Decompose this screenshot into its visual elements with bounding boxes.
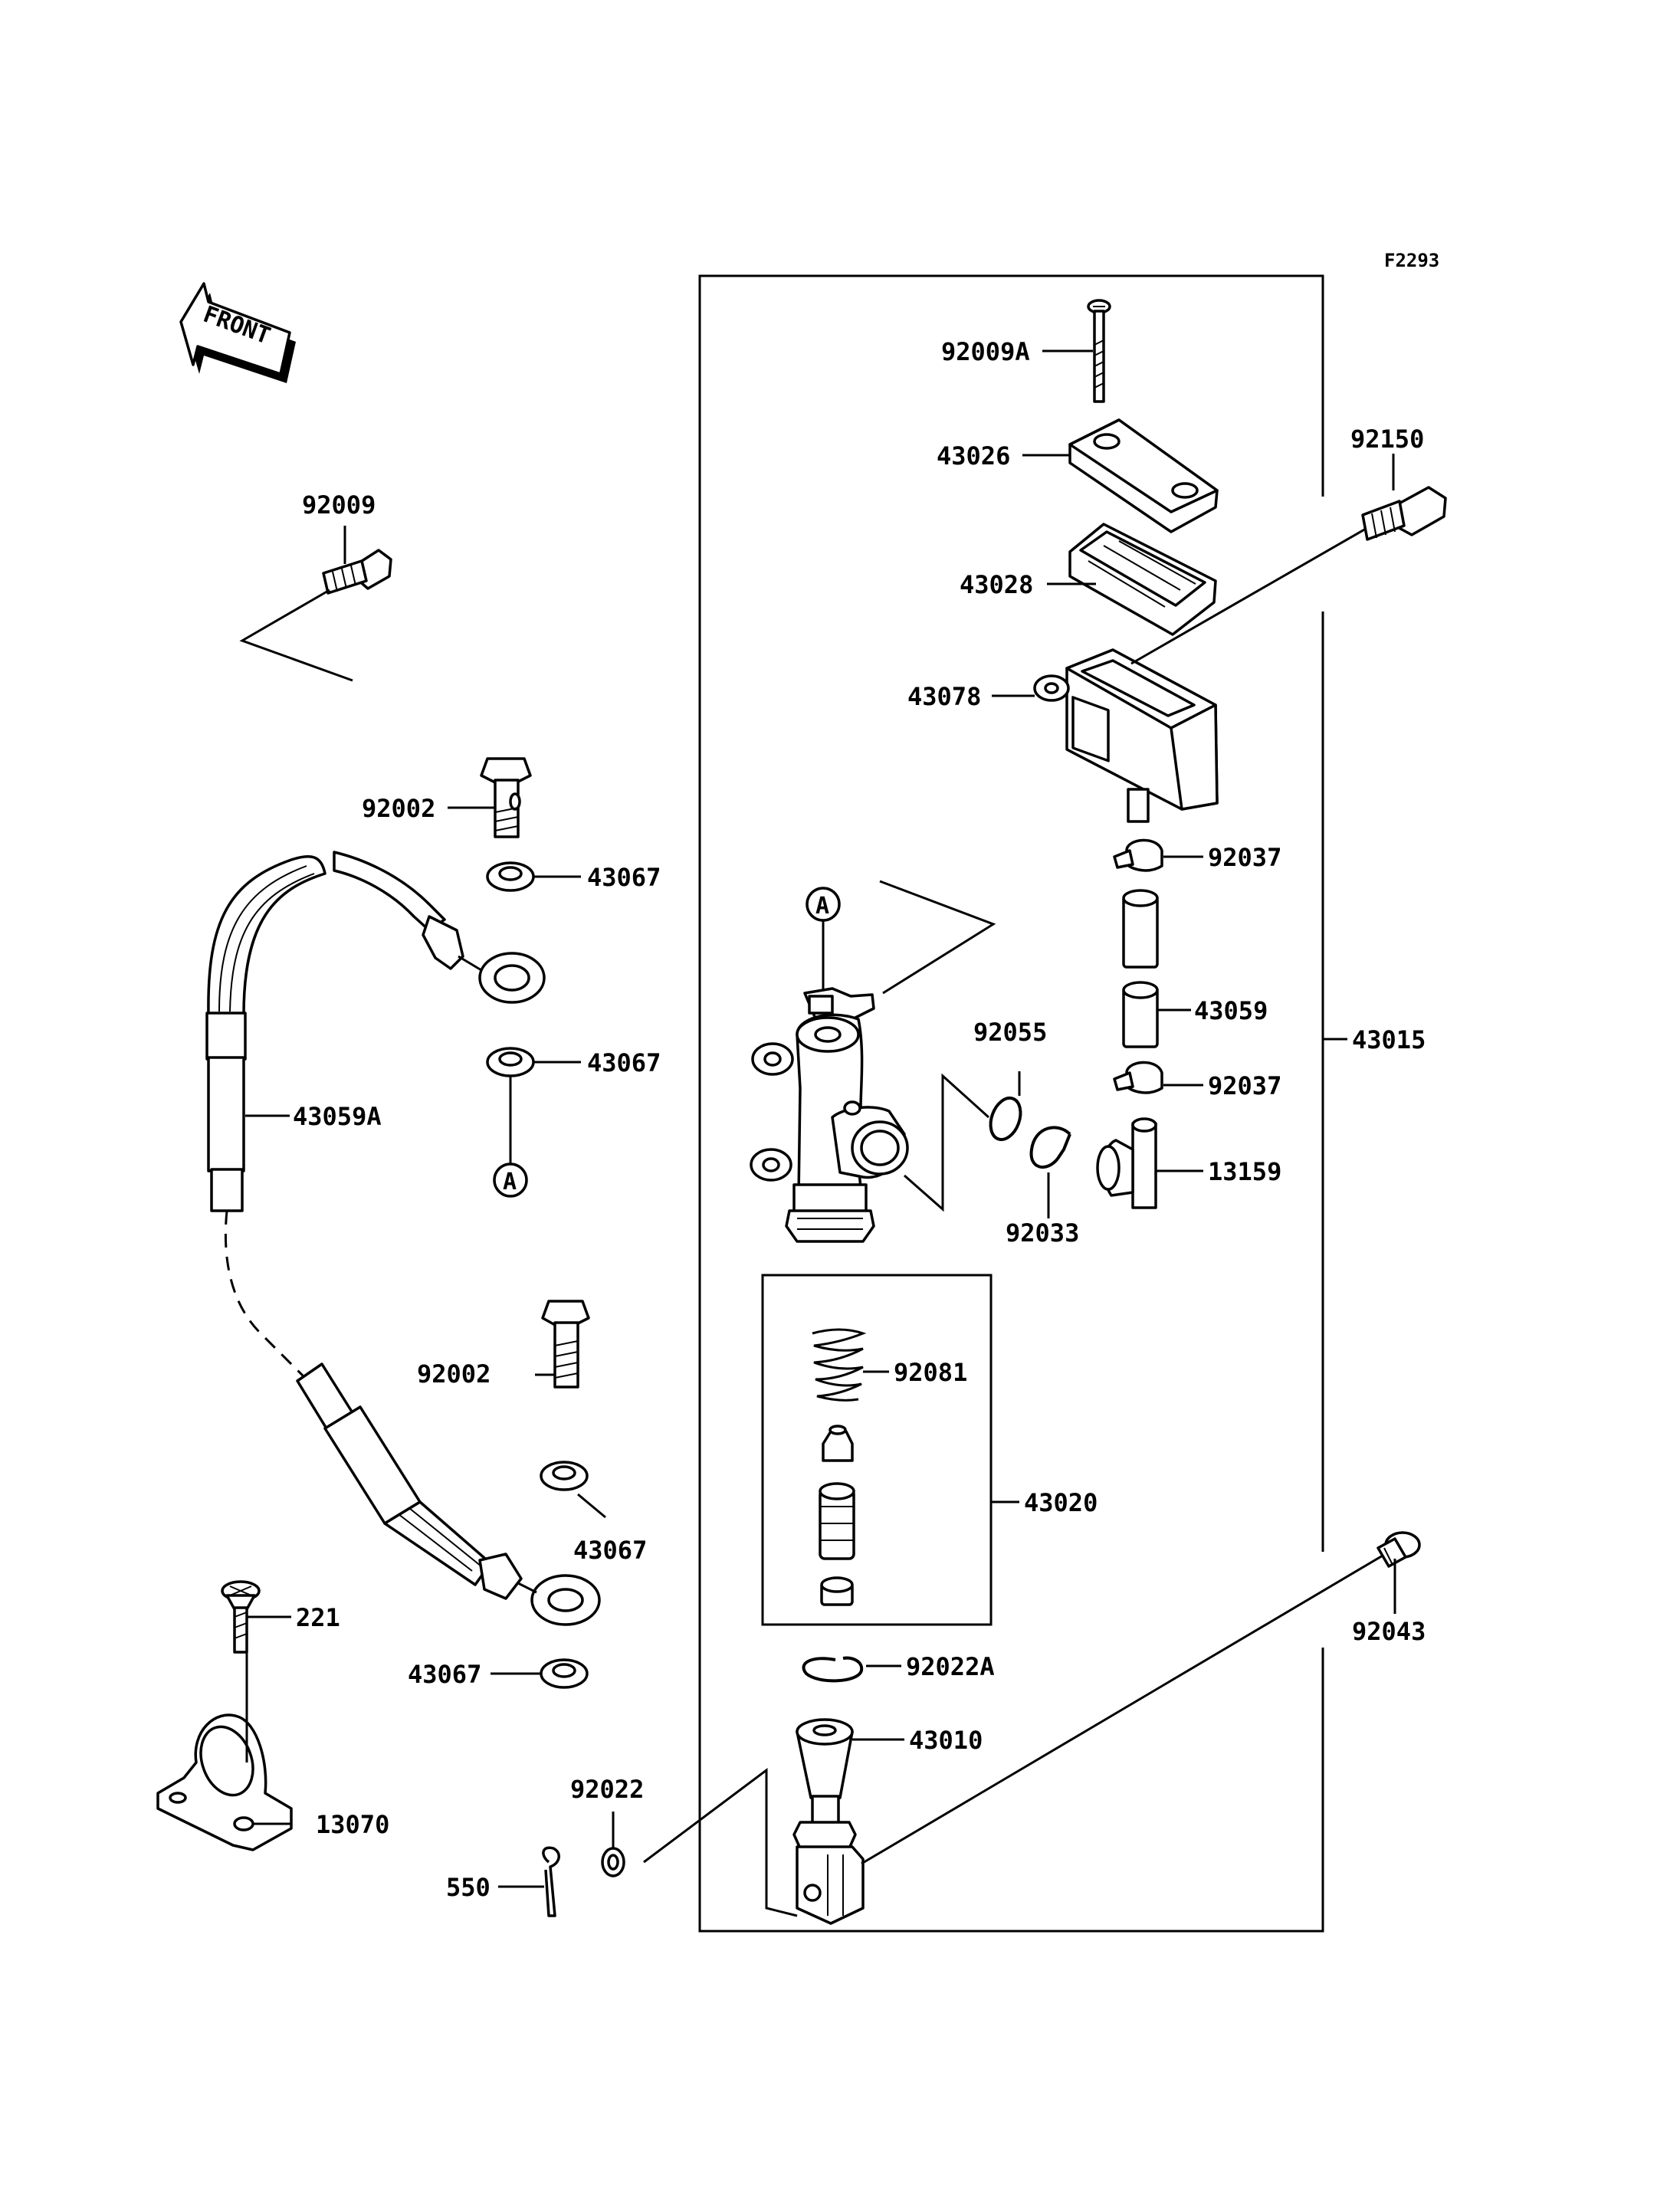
banjo-bolt-92002-bottom	[541, 1300, 590, 1389]
assembly-frame-43015	[698, 274, 1324, 1933]
label-92043: 92043	[1352, 1617, 1426, 1646]
front-arrow-icon: FRONT	[179, 282, 296, 383]
reservoir-hose-43059	[1122, 889, 1159, 1048]
figure-id: F2293	[1384, 250, 1439, 271]
label-13159: 13159	[1208, 1157, 1281, 1186]
label-550: 550	[446, 1873, 491, 1902]
label-43015: 43015	[1352, 1025, 1426, 1054]
label-92009a: 92009A	[941, 337, 1030, 366]
hose-clamp-92037-top	[1113, 838, 1163, 872]
hose-clamp-92037-bottom	[1113, 1061, 1163, 1094]
label-92009: 92009	[302, 490, 376, 520]
bolt-92150	[1361, 486, 1447, 541]
label-43078: 43078	[907, 682, 981, 711]
ref-marker-a-left: A	[493, 1076, 528, 1198]
washer-43067-1	[486, 861, 535, 892]
banjo-bolt-92002-top	[480, 757, 532, 838]
brake-hose-lower	[296, 1362, 601, 1626]
hose-fitting-13159	[1096, 1117, 1157, 1209]
label-43010: 43010	[909, 1726, 983, 1755]
circlip-92022a	[802, 1656, 864, 1683]
o-ring-92055	[989, 1096, 1022, 1142]
screw-221	[221, 1580, 261, 1654]
label-92002-top: 92002	[362, 794, 435, 823]
label-43067-2: 43067	[587, 1048, 661, 1077]
reservoir-cap-43026	[1068, 418, 1219, 533]
piston	[819, 1482, 855, 1560]
circlip-92033	[1029, 1126, 1071, 1169]
piston-seal	[820, 1576, 854, 1606]
label-92037-bottom: 92037	[1208, 1071, 1281, 1100]
label-92037-top: 92037	[1208, 843, 1281, 872]
label-43059: 43059	[1194, 996, 1268, 1025]
label-92033: 92033	[1006, 1218, 1079, 1248]
washer-43067-2	[486, 1047, 535, 1077]
brake-hose-dashed	[224, 1210, 308, 1381]
leader-lines	[239, 349, 1396, 1917]
label-43067-1: 43067	[587, 863, 661, 892]
cotter-pin-550	[542, 1846, 560, 1917]
reservoir-body-43078	[1033, 648, 1219, 823]
label-43067-3: 43067	[573, 1536, 647, 1565]
push-rod-43010	[792, 1718, 865, 1925]
label-92055: 92055	[973, 1018, 1047, 1047]
brake-hose-43059a	[205, 851, 546, 1212]
piston-kit-frame	[761, 1274, 993, 1626]
label-13070: 13070	[316, 1810, 389, 1839]
label-43028: 43028	[960, 570, 1033, 599]
master-cylinder-body	[750, 987, 909, 1243]
svg-text:A: A	[815, 893, 829, 920]
washer-43067-4	[540, 1658, 589, 1689]
label-92002-bottom: 92002	[417, 1359, 491, 1389]
spring-92081	[812, 1328, 867, 1402]
label-43067-4: 43067	[408, 1660, 481, 1689]
piston-cup	[822, 1425, 854, 1462]
label-43059a: 43059A	[293, 1102, 382, 1131]
label-92022a: 92022A	[906, 1652, 995, 1681]
clevis-pin-92043	[1376, 1531, 1421, 1568]
label-92022: 92022	[570, 1775, 644, 1804]
label-92081: 92081	[894, 1358, 967, 1387]
washer-43067-3	[540, 1461, 589, 1491]
label-43026: 43026	[937, 441, 1010, 471]
ref-marker-a-right: A	[806, 887, 841, 996]
bolt-92009	[322, 549, 392, 595]
label-221: 221	[296, 1603, 340, 1632]
screw-92009a	[1087, 299, 1111, 403]
label-43020: 43020	[1024, 1488, 1098, 1517]
washer-92022	[601, 1847, 625, 1877]
holder-13070	[156, 1713, 293, 1851]
label-92150: 92150	[1350, 425, 1424, 454]
diaphragm-43028	[1068, 523, 1217, 636]
svg-text:A: A	[503, 1169, 517, 1195]
